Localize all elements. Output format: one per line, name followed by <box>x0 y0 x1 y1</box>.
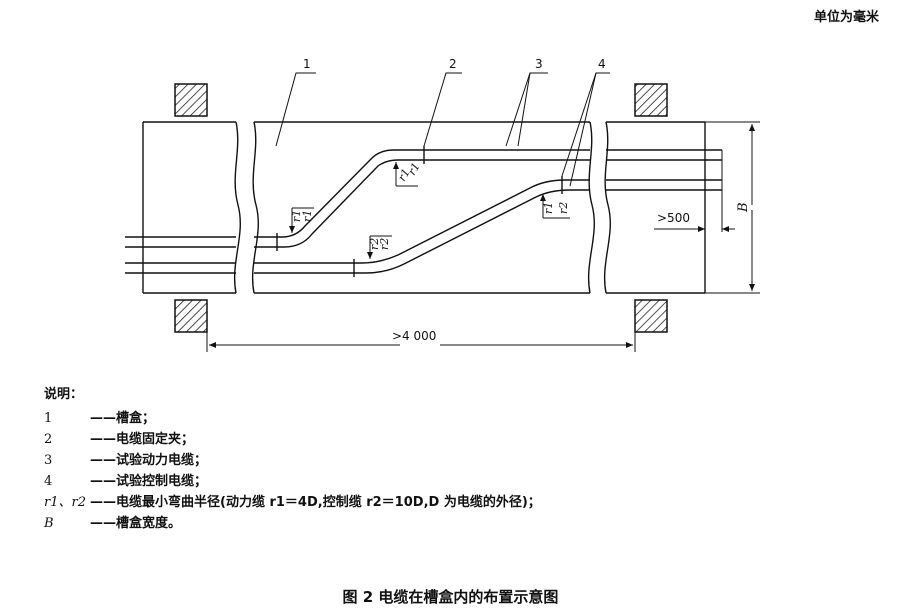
legend-text: ——电缆最小弯曲半径(动力缆 r1＝4D,控制缆 r2＝10D,D 为电缆的外径… <box>90 495 541 510</box>
legend-text: ——电缆固定夹； <box>90 432 195 447</box>
callout-3: 3 <box>535 57 543 71</box>
length-dimension <box>206 332 636 352</box>
length-dimension-label: >4 000 <box>392 329 436 343</box>
legend-item: B ——槽盒宽度。 <box>44 512 541 533</box>
legend-key: 2 <box>44 432 53 447</box>
cable-clamps <box>276 146 563 277</box>
legend-key: r1、r2 <box>44 495 86 510</box>
legend-key: B <box>44 516 54 531</box>
cable-tray-diagram: r1 r1 r2 r2 r1 r1 r1 r2 1 2 3 4 >500 B <box>125 57 760 352</box>
radius-labels: r1 r1 r2 r2 r1 r1 r1 r2 <box>290 160 570 250</box>
legend-item: 4 ——试验控制电缆； <box>44 470 541 491</box>
radius-indicators <box>289 162 570 259</box>
legend-text: ——槽盒； <box>90 411 156 426</box>
legend-text: ——槽盒宽度。 <box>90 516 182 531</box>
legend-key: 4 <box>44 474 53 489</box>
legend-item: 3 ——试验动力电缆； <box>44 449 541 470</box>
support-block-top-left <box>174 83 208 117</box>
break-line-left-a <box>233 121 241 294</box>
support-block-bottom-right <box>634 299 668 333</box>
radius-label-r1: r1 <box>301 210 314 222</box>
radius-label-r2: r2 <box>368 238 381 250</box>
legend-item: 1 ——槽盒； <box>44 407 541 428</box>
figure-caption: 图 2 电缆在槽盒内的布置示意图 <box>342 588 559 606</box>
legend-item: r1、r2 ——电缆最小弯曲半径(动力缆 r1＝4D,控制缆 r2＝10D,D … <box>44 491 541 512</box>
offset-dimension <box>654 150 735 232</box>
radius-label-r1: r1 <box>290 210 303 222</box>
callout-numbers: 1 2 3 4 <box>303 57 606 71</box>
callout-4: 4 <box>598 57 606 71</box>
support-blocks <box>174 83 668 333</box>
radius-label-r1: r1 <box>405 160 422 177</box>
offset-dimension-label: >500 <box>657 211 690 225</box>
legend-item: 2 ——电缆固定夹； <box>44 428 541 449</box>
radius-label-r1: r1 <box>395 166 412 183</box>
callout-2: 2 <box>449 57 457 71</box>
legend: 说明： 1 ——槽盒； 2 ——电缆固定夹； 3 ——试验动力电缆； 4 ——试… <box>44 383 541 533</box>
legend-key: 3 <box>44 453 53 468</box>
callout-1: 1 <box>303 57 311 71</box>
callout-leaders <box>275 72 610 187</box>
width-dimension-label: B <box>736 202 751 213</box>
legend-key: 1 <box>44 411 53 426</box>
unit-note: 单位为毫米 <box>813 10 879 25</box>
legend-text: ——试验动力电缆； <box>90 453 208 468</box>
control-cable <box>125 179 722 274</box>
support-block-top-right <box>634 83 668 117</box>
break-line-right-a <box>587 121 595 294</box>
radius-label-r1: r1 <box>542 202 555 214</box>
support-block-bottom-left <box>174 299 208 333</box>
break-line-left-b <box>251 121 259 294</box>
legend-text: ——试验控制电缆； <box>90 474 208 489</box>
radius-label-r2: r2 <box>378 238 391 250</box>
width-dimension <box>705 121 760 294</box>
break-line-right-b <box>603 121 611 294</box>
legend-title: 说明： <box>44 387 84 402</box>
radius-label-r2: r2 <box>557 202 570 214</box>
power-cable <box>125 149 722 248</box>
